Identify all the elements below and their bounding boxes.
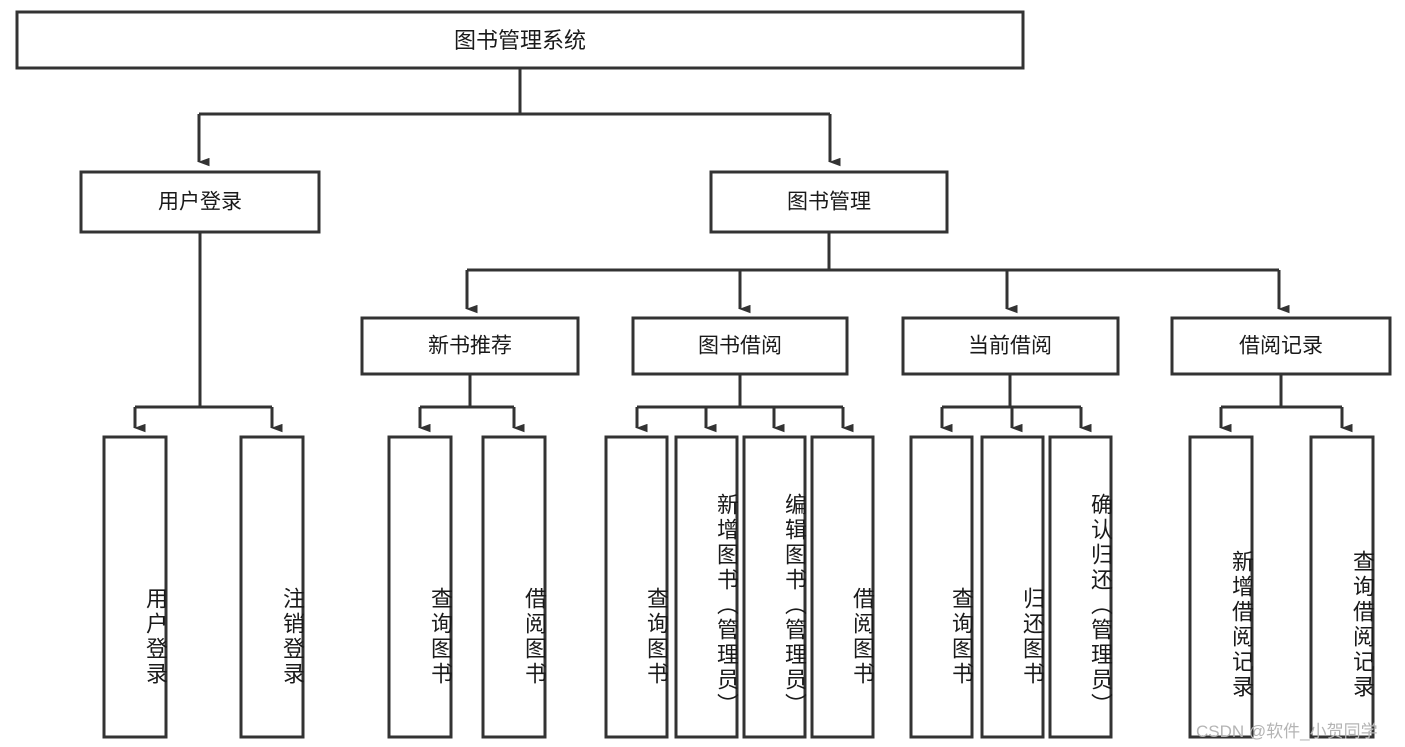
- leaf-box-add-borrow-record[interactable]: [1188, 435, 1254, 739]
- node-book-borrow-box[interactable]: [631, 316, 849, 376]
- leaf-box-return-book[interactable]: [980, 435, 1045, 739]
- node-user-login-label: 用户登录: [158, 191, 242, 214]
- node-current-borrow[interactable]: 当前借阅: [901, 316, 1120, 376]
- leaf-box-query-book-2[interactable]: [604, 435, 669, 739]
- leaf-box-query-book-1[interactable]: [387, 435, 453, 739]
- node-current-borrow-label: 当前借阅: [968, 335, 1052, 358]
- node-root-label: 图书管理系统: [454, 28, 586, 53]
- leaf-box-borrow-book-2[interactable]: [810, 435, 875, 739]
- leaf-box-user-login-do[interactable]: [102, 435, 168, 739]
- node-current-borrow-box[interactable]: [901, 316, 1120, 376]
- node-user-login[interactable]: 用户登录: [79, 170, 321, 234]
- node-borrow-record-label: 借阅记录: [1239, 335, 1323, 358]
- node-book-manage-box[interactable]: [709, 170, 949, 234]
- leaf-box-confirm-return[interactable]: [1048, 435, 1113, 739]
- node-borrow-record-box[interactable]: [1170, 316, 1392, 376]
- leaf-box-add-book[interactable]: [674, 435, 739, 739]
- node-book-borrow-label: 图书借阅: [698, 335, 782, 358]
- node-root[interactable]: 图书管理系统: [15, 10, 1025, 70]
- node-book-manage[interactable]: 图书管理: [709, 170, 949, 234]
- node-book-manage-label: 图书管理: [787, 191, 871, 214]
- node-root-box[interactable]: [15, 10, 1025, 70]
- leaf-box-query-book-3[interactable]: [909, 435, 974, 739]
- node-book-borrow[interactable]: 图书借阅: [631, 316, 849, 376]
- leaf-box-query-borrow-record[interactable]: [1309, 435, 1375, 739]
- leaf-box-user-logout[interactable]: [239, 435, 305, 739]
- node-new-book-recommend[interactable]: 新书推荐: [360, 316, 580, 376]
- node-new-book-recommend-box[interactable]: [360, 316, 580, 376]
- leaf-box-borrow-book-1[interactable]: [481, 435, 547, 739]
- node-new-book-recommend-label: 新书推荐: [428, 335, 512, 358]
- node-borrow-record[interactable]: 借阅记录: [1170, 316, 1392, 376]
- csdn-watermark: CSDN @软件_小贺同学: [1196, 722, 1378, 741]
- leaf-box-edit-book[interactable]: [742, 435, 807, 739]
